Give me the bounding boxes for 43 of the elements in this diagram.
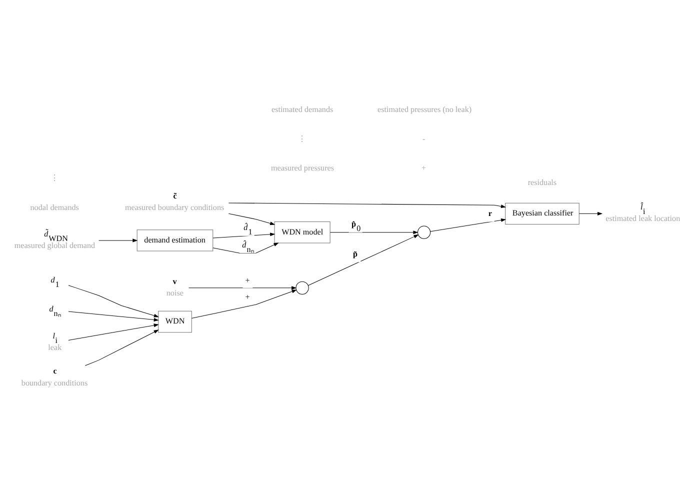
arrow <box>228 212 276 225</box>
node-text: c <box>53 366 57 376</box>
arrow <box>308 234 419 286</box>
arrow <box>578 211 603 215</box>
edge-label: r <box>488 208 492 218</box>
label: ⋮ <box>298 134 306 143</box>
node-box: WDN <box>158 310 192 332</box>
arrow <box>68 284 160 317</box>
node-circle <box>417 225 431 238</box>
label: residuals <box>528 177 557 186</box>
arrow <box>212 242 279 253</box>
node-label: noise <box>166 288 184 297</box>
label: ⋮ <box>50 173 59 182</box>
label: estimated demands <box>271 104 334 114</box>
arrow <box>68 310 159 322</box>
node-label: boundary conditions <box>21 378 88 387</box>
arrow <box>430 218 506 232</box>
node-text: v <box>172 276 177 286</box>
edge-label: + <box>245 275 250 284</box>
edge-label: + <box>245 292 250 301</box>
label: nodal demands <box>30 202 79 212</box>
node-box: demand estimation <box>136 229 214 251</box>
arrow <box>84 329 159 366</box>
node-label: measured global demand <box>14 240 96 250</box>
node-label: estimated leak location <box>606 214 680 223</box>
arrow <box>98 238 138 242</box>
arrow <box>192 289 297 318</box>
label: measured pressures <box>270 163 334 172</box>
arrow <box>330 230 418 234</box>
edge-label: p̃ <box>353 249 358 258</box>
node-text: c̃ <box>173 190 177 200</box>
arrow <box>228 202 506 208</box>
label: estimated pressures (no leak) <box>378 104 472 114</box>
arrow <box>68 323 159 340</box>
label: + <box>422 163 426 172</box>
label: - <box>422 134 426 143</box>
node-box: WDN model <box>274 221 330 243</box>
node-circle <box>296 280 309 294</box>
node-label: leak <box>48 342 62 352</box>
node-label: measured boundary conditions <box>124 202 224 212</box>
node-box: Bayesian classifier <box>505 202 580 224</box>
arrow <box>188 286 297 290</box>
arrow <box>212 232 276 238</box>
